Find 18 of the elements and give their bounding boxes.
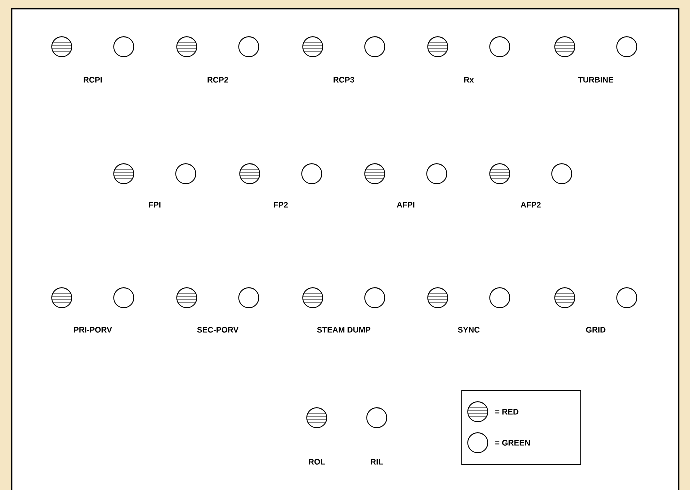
lamp-label: FP2 (274, 202, 288, 208)
lamp-label: GRID (586, 327, 606, 333)
lamp-label: FPI (149, 202, 161, 208)
lamp-label: AFPI (397, 202, 415, 208)
lamp-label: SEC-PORV (197, 327, 239, 333)
lamp-label: Rx (464, 77, 474, 83)
lamp-label: ROL (309, 459, 326, 465)
lamp-label: SYNC (458, 327, 480, 333)
lamp-label: TURBINE (578, 77, 614, 83)
lamp-label: STEAM DUMP (317, 327, 371, 333)
lamp-label: RIL (371, 459, 384, 465)
lamp-label: RCP3 (334, 77, 354, 83)
lamp-label: AFP2 (520, 202, 541, 208)
legend-text: = RED (496, 409, 519, 415)
lamp-label: RCP2 (208, 77, 228, 83)
legend-text: = GREEN (496, 440, 530, 446)
lamp-label: RCPI (84, 77, 102, 83)
lamp-label: PRI-PORV (74, 327, 112, 333)
